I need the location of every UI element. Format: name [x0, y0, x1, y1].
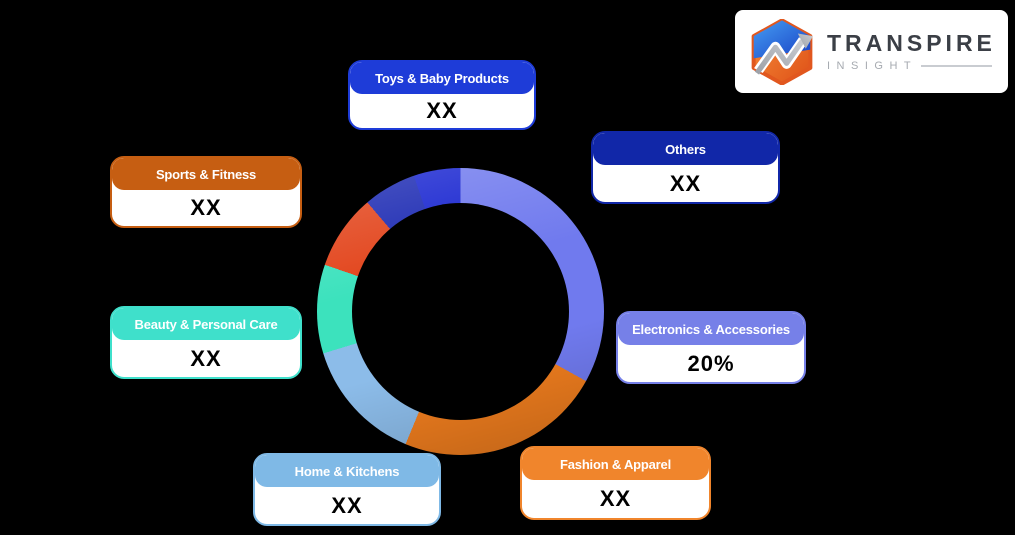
callout-title-text: Beauty & Personal Care: [134, 316, 278, 332]
callout-fashion-apparel: Fashion & Apparel XX: [520, 446, 711, 520]
callout-value: XX: [426, 98, 458, 123]
callout-others: Others XX: [591, 131, 780, 204]
transpire-hexagon-arrow-icon: [751, 18, 814, 85]
brand-subtitle-rule: [921, 65, 992, 68]
callout-title: Beauty & Personal Care: [112, 308, 300, 340]
callout-toys-baby-products: Toys & Baby Products XX: [348, 60, 536, 130]
callout-title-text: Others: [665, 141, 706, 157]
callout-sports-fitness: Sports & Fitness XX: [110, 156, 302, 228]
callout-title: Fashion & Apparel: [522, 448, 709, 480]
callout-value: XX: [599, 486, 632, 511]
donut-chart: [317, 168, 604, 455]
callout-title-text: Fashion & Apparel: [560, 456, 671, 472]
callout-value: XX: [190, 195, 222, 220]
brand-title: TRANSPIRE: [827, 29, 996, 56]
callout-title: Others: [593, 133, 778, 165]
callout-title-text: Electronics & Accessories: [632, 321, 790, 337]
callout-electronics-accessories: Electronics & Accessories 20%: [616, 311, 806, 384]
callout-title: Toys & Baby Products: [350, 62, 534, 94]
brand-logo-text: TRANSPIRE INSIGHT: [827, 29, 998, 73]
callout-beauty-personal-care: Beauty & Personal Care XX: [110, 306, 302, 379]
callout-title-text: Home & Kitchens: [294, 463, 400, 479]
callout-value: XX: [190, 345, 222, 371]
callout-title: Home & Kitchens: [255, 455, 439, 487]
callout-title: Sports & Fitness: [112, 158, 300, 190]
brand-subtitle: INSIGHT: [827, 60, 918, 73]
callout-value: XX: [331, 492, 363, 518]
donut-hole: [352, 203, 569, 420]
callout-value: 20%: [687, 350, 735, 376]
callout-title-text: Toys & Baby Products: [375, 70, 509, 86]
callout-value: XX: [669, 170, 702, 196]
callout-title: Electronics & Accessories: [618, 313, 804, 345]
callout-home-kitchens: Home & Kitchens XX: [253, 453, 441, 526]
brand-logo-card: TRANSPIRE INSIGHT: [735, 10, 1008, 93]
callout-title-text: Sports & Fitness: [155, 166, 257, 182]
